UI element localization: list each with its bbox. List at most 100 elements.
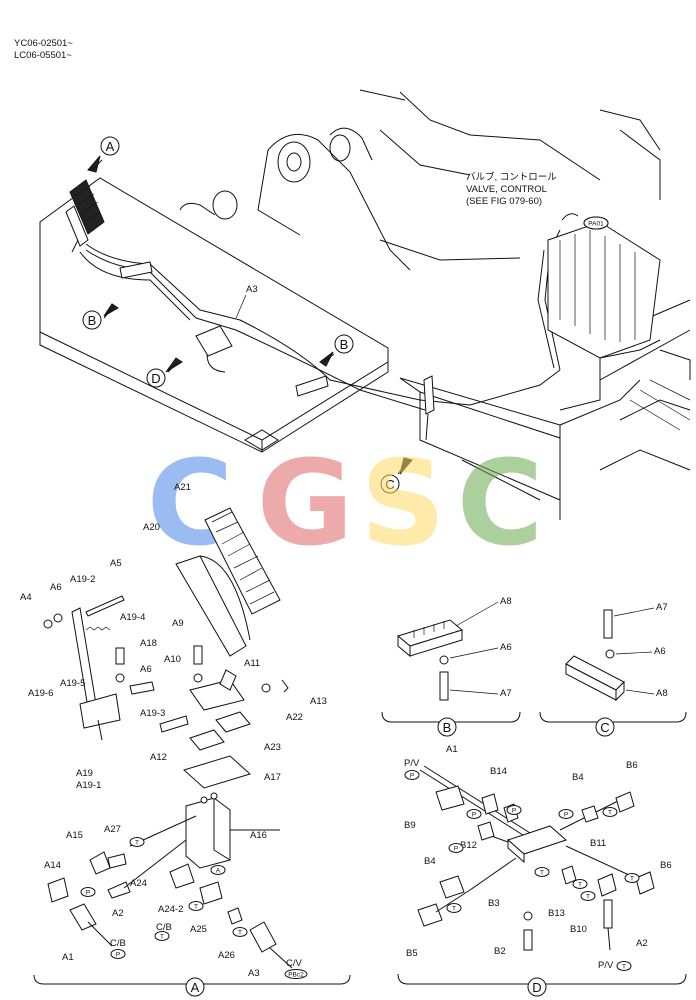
svg-text:D: D: [151, 371, 160, 386]
svg-text:A1: A1: [62, 952, 74, 963]
svg-text:A18: A18: [140, 638, 157, 649]
valve-note-english: VALVE, CONTROL: [466, 184, 547, 195]
svg-text:B13: B13: [548, 908, 565, 919]
valve-pill-text: PA01: [588, 221, 604, 228]
svg-text:A19-1: A19-1: [76, 780, 101, 791]
detail-b-part-a8: A8: [500, 596, 512, 607]
svg-text:B6: B6: [626, 760, 638, 771]
svg-text:T: T: [586, 894, 590, 901]
svg-text:P: P: [116, 952, 120, 959]
callout-d: D: [146, 357, 183, 388]
detail-b-label: B: [437, 717, 457, 737]
svg-text:A: A: [216, 868, 221, 875]
svg-text:P/V: P/V: [404, 758, 420, 769]
svg-text:B14: B14: [490, 766, 507, 777]
svg-text:A26: A26: [218, 950, 235, 961]
detail-c-part-a6: A6: [654, 646, 666, 657]
svg-text:A10: A10: [164, 654, 181, 665]
svg-text:C: C: [385, 477, 394, 492]
svg-text:T: T: [608, 810, 612, 817]
svg-text:A6: A6: [140, 664, 152, 675]
svg-text:A19: A19: [76, 768, 93, 779]
svg-text:A14: A14: [44, 860, 61, 871]
svg-text:A9: A9: [172, 618, 184, 629]
svg-text:A19-2: A19-2: [70, 574, 95, 585]
serial-number-1: YC06-02501~: [14, 38, 73, 49]
svg-text:PBc2: PBc2: [288, 972, 304, 979]
svg-text:B4: B4: [424, 856, 436, 867]
svg-text:B5: B5: [406, 948, 418, 959]
svg-text:A20: A20: [143, 522, 160, 533]
svg-text:T: T: [135, 840, 139, 847]
svg-text:C/B: C/B: [156, 922, 172, 933]
valve-note-ref: (SEE FIG 079-60): [466, 196, 542, 207]
svg-text:A25: A25: [190, 924, 207, 935]
svg-text:A17: A17: [264, 772, 281, 783]
svg-text:T: T: [452, 906, 456, 913]
svg-text:T: T: [622, 964, 626, 971]
detail-c-part-a8: A8: [656, 688, 668, 699]
svg-text:A22: A22: [286, 712, 303, 723]
detail-d-labels: P/V A1 B14 B4 B6 B9 B12 B11 B4 B6 B3 B13…: [404, 744, 672, 971]
svg-text:B: B: [340, 337, 349, 352]
serial-number-2: LC06-05501~: [14, 50, 72, 61]
svg-text:P: P: [472, 812, 476, 819]
svg-text:P/V: P/V: [598, 960, 614, 971]
svg-text:A19-3: A19-3: [140, 708, 165, 719]
svg-text:C: C: [457, 434, 544, 572]
svg-text:A24: A24: [130, 878, 147, 889]
svg-text:A11: A11: [244, 658, 260, 669]
svg-text:B: B: [88, 313, 97, 328]
svg-text:B11: B11: [590, 838, 606, 849]
svg-text:A23: A23: [264, 742, 281, 753]
detail-c-label: C: [595, 717, 615, 737]
detail-d-label: D: [527, 977, 547, 997]
svg-text:A: A: [191, 980, 200, 995]
svg-text:T: T: [160, 934, 164, 941]
overview-hoses: [79, 229, 561, 441]
svg-text:A21: A21: [174, 482, 191, 493]
detail-c-drawing: [565, 609, 625, 702]
detail-b-part-a7: A7: [500, 688, 512, 699]
svg-text:A2: A2: [636, 938, 648, 949]
svg-text:T: T: [630, 876, 634, 883]
valve-pill: [583, 216, 609, 230]
svg-text:P: P: [564, 812, 568, 819]
control-valve: [547, 213, 661, 411]
svg-text:A16: A16: [250, 830, 267, 841]
svg-text:B9: B9: [404, 820, 416, 831]
svg-text:C/B: C/B: [110, 938, 126, 949]
detail-d-drawing: [417, 765, 655, 951]
svg-text:A: A: [106, 139, 115, 154]
detail-c-bracket: [539, 711, 687, 723]
detail-c-part-a7: A7: [656, 602, 668, 613]
svg-text:P: P: [410, 773, 414, 780]
svg-text:A2: A2: [112, 908, 124, 919]
svg-text:C: C: [600, 720, 609, 735]
svg-text:A5: A5: [110, 558, 122, 569]
detail-a-labels: A21 A20 A5 A4 A6 A19-2 A19-4 A18 A6 A9 A…: [20, 482, 327, 979]
callout-c: C: [380, 457, 413, 494]
valve-note-japanese: バルブ, コントロール: [466, 171, 557, 183]
overview-label-a3: A3: [246, 284, 258, 295]
svg-text:T: T: [238, 930, 242, 937]
svg-text:P: P: [454, 846, 458, 853]
detail-d-pills: P P P T P T T T T P T T: [404, 770, 640, 971]
svg-text:P: P: [512, 808, 516, 815]
detail-b-part-a6: A6: [500, 642, 512, 653]
svg-text:B3: B3: [488, 898, 500, 909]
callout-b-left: B: [82, 303, 119, 330]
machine-overview: [39, 89, 691, 520]
svg-text:B6: B6: [660, 860, 672, 871]
detail-b-drawing: [396, 619, 464, 701]
svg-text:A19-4: A19-4: [120, 612, 145, 623]
svg-text:T: T: [540, 870, 544, 877]
watermark: C G S C: [147, 434, 544, 572]
svg-text:C/V: C/V: [286, 958, 303, 969]
svg-text:A4: A4: [20, 592, 32, 603]
svg-text:S: S: [361, 434, 446, 572]
svg-text:A15: A15: [66, 830, 83, 841]
callout-a: A: [87, 136, 120, 173]
svg-text:B: B: [443, 720, 452, 735]
svg-text:B4: B4: [572, 772, 584, 783]
